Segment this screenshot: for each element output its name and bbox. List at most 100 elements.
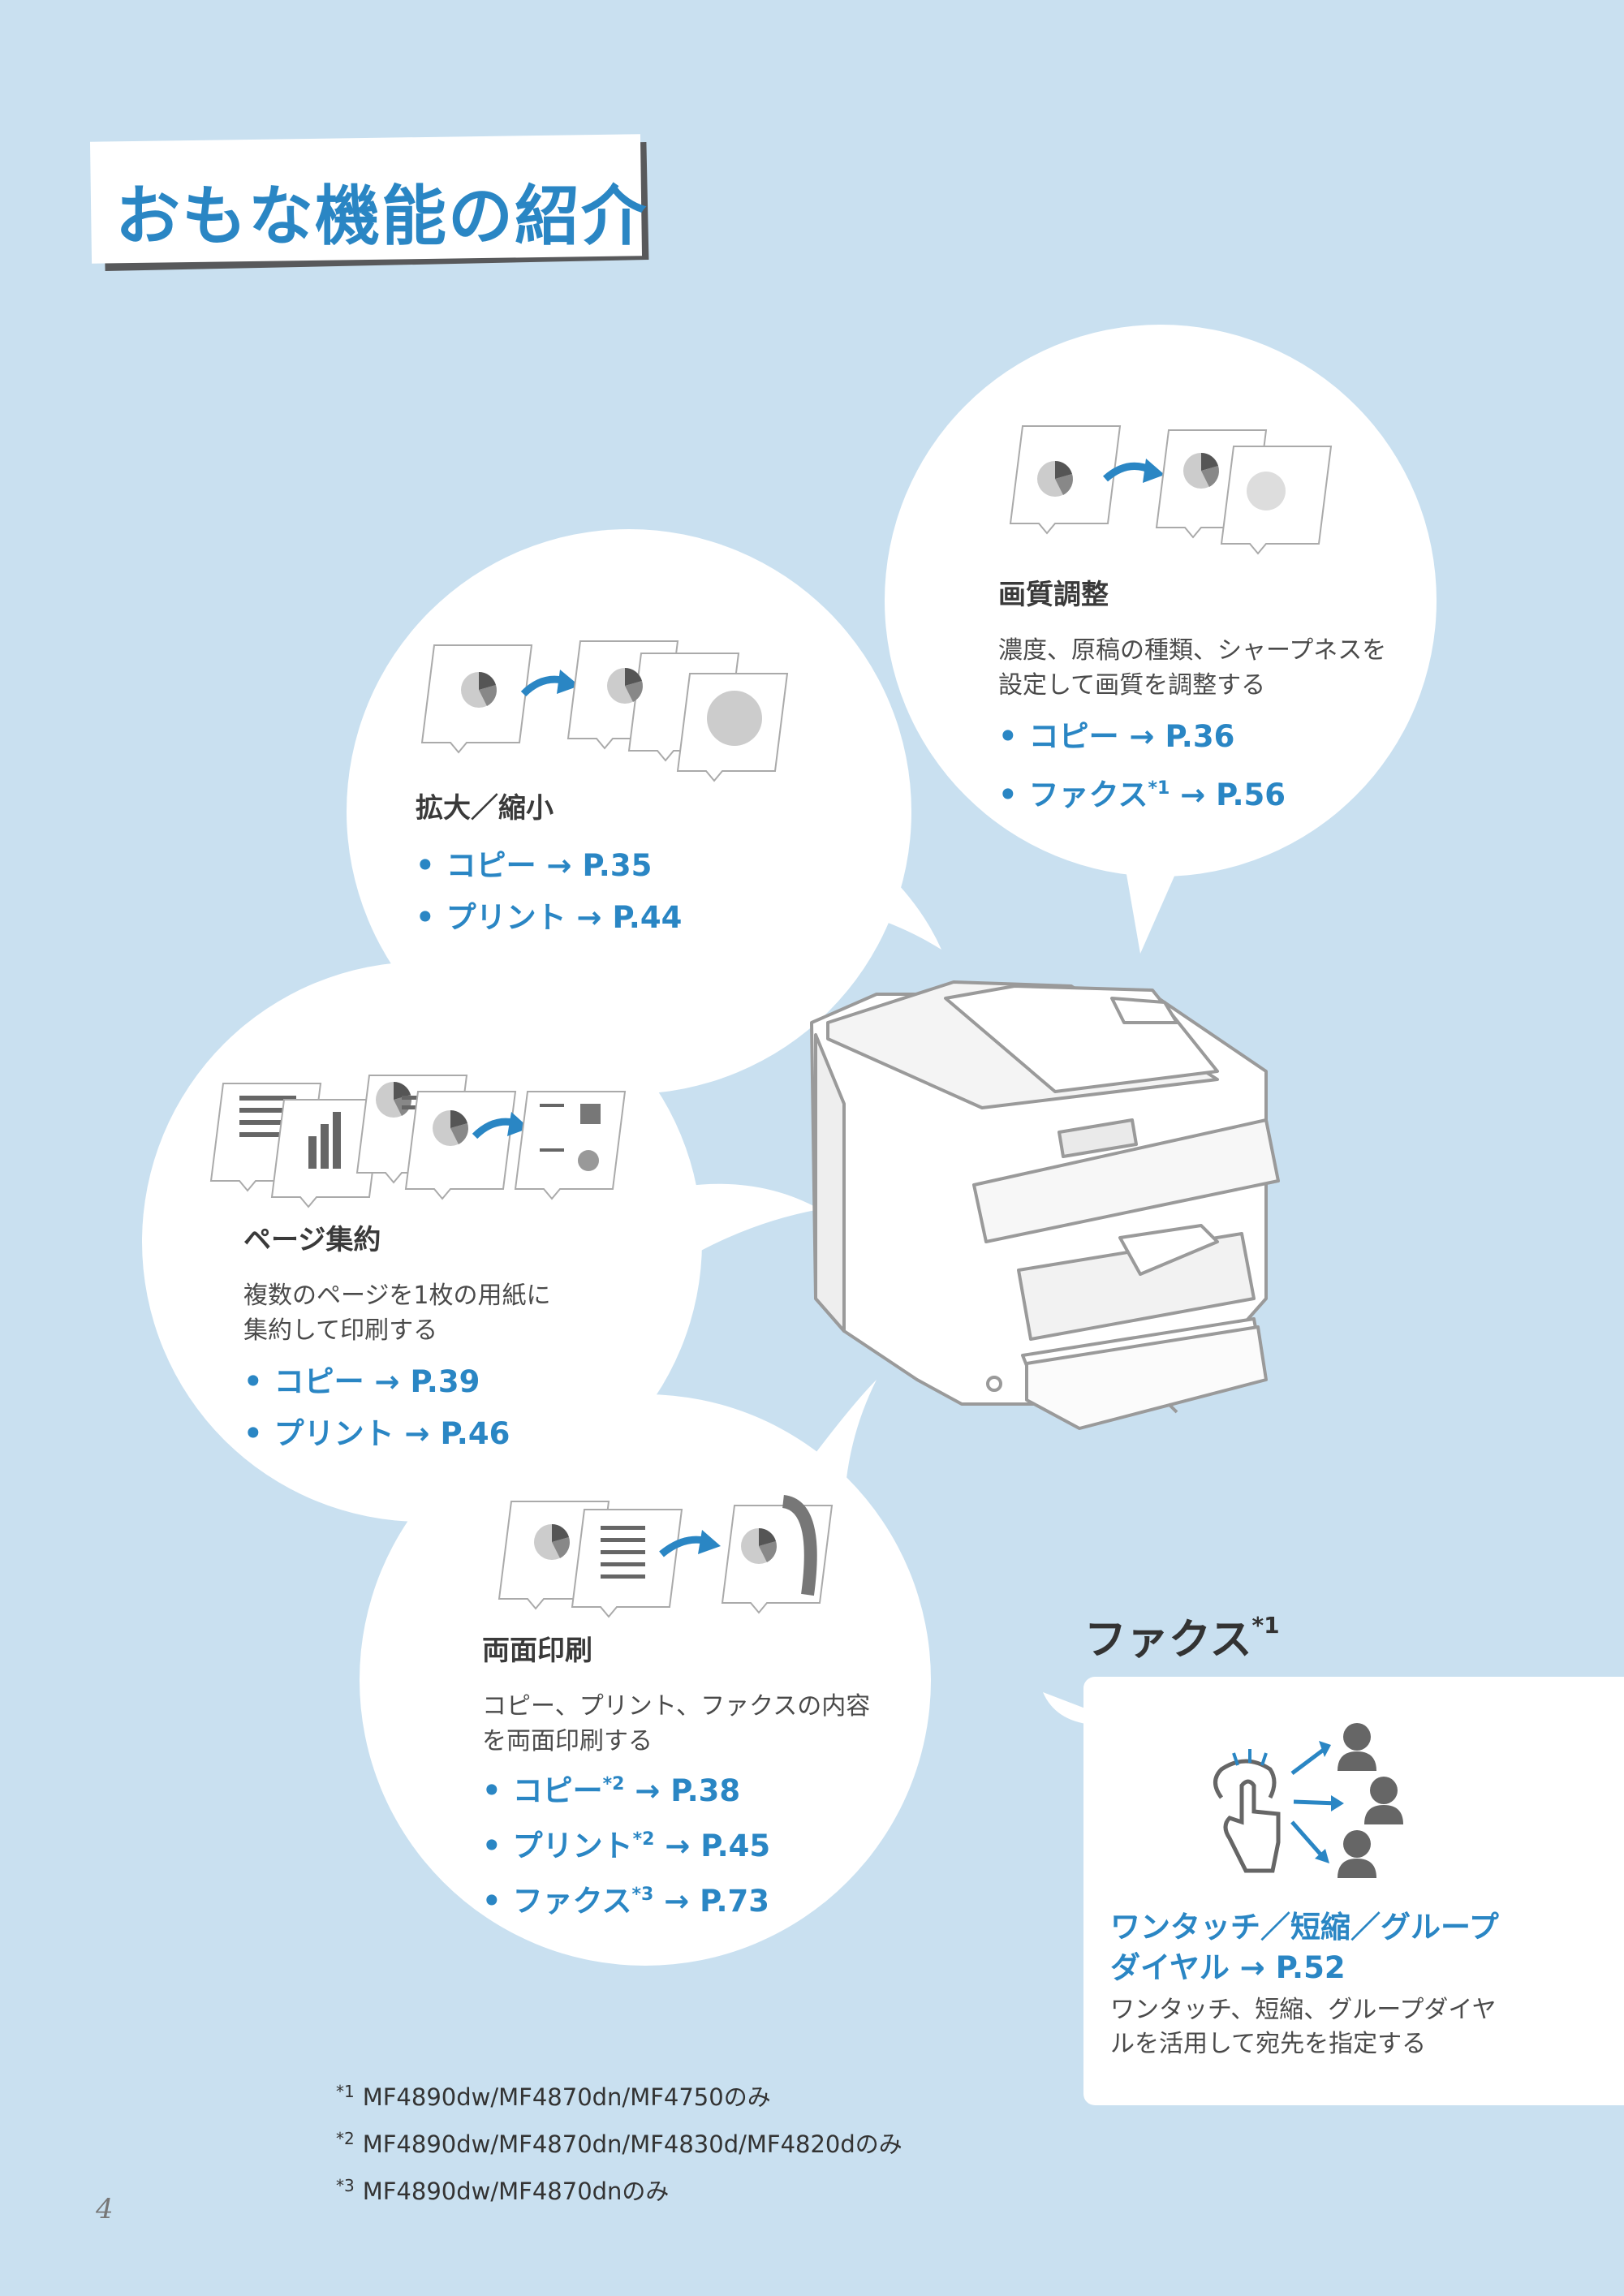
one-touch-dial-link[interactable]: ワンタッチ／短縮／グループ ダイヤル → P.52 [1110,1907,1499,1988]
link-page: P.35 [582,848,653,883]
link-print[interactable]: • プリント → P.44 [416,892,682,944]
feature-description: 複数のページを1枚の用紙に 集約して印刷する [243,1278,551,1348]
footnote-text: MF4890dw/MF4870dnのみ [362,2178,670,2205]
bullet: • [416,900,435,935]
footnote: *1 MF4890dw/MF4870dn/MF4750のみ [336,2071,902,2118]
feature-title: 画質調整 [998,579,1109,611]
bullet: • [998,778,1018,812]
bullet: • [243,1416,263,1451]
link-copy[interactable]: • コピー → P.35 [416,840,682,892]
link-page: P.52 [1275,1950,1346,1985]
page-number: 4 [96,2193,114,2225]
link-print[interactable]: • プリント*2 → P.45 [482,1816,870,1871]
feature-links: •コピー*2 → P.38 •プリント*2 → P.45 •ファクス*3 → P… [482,1760,870,1926]
desc-line: 設定して画質を調整する [998,671,1266,700]
link-label: プリント [446,900,566,935]
footnote-mark: *3 [631,1885,654,1905]
footnote-mark: *1 [1251,1612,1280,1639]
feature-links: • コピー → P.39 • プリント → P.46 [243,1356,551,1460]
link-label: コピー [1028,719,1119,754]
feature-links: •コピー → P.36 •ファクス*1 → P.56 [998,711,1386,821]
bullet: • [482,1829,502,1863]
link-label: コピー [446,848,536,883]
one-touch-dial-icon [1213,1723,1403,1878]
bullet: • [482,1884,502,1919]
arrow: → [635,1773,661,1808]
link-page: P.46 [440,1416,510,1451]
page-title-banner: おもな機能の紹介 [89,134,651,271]
link-page: P.39 [410,1364,480,1399]
feature-title: ページ集約 [243,1224,381,1256]
link-page: P.38 [670,1773,741,1808]
printer-illustration [810,980,1280,1430]
feature-zoom: 拡大／縮小 • コピー → P.35 • プリント → P.44 [416,786,682,944]
link-copy[interactable]: • コピー → P.36 [998,711,1386,763]
link-fax[interactable]: •ファクス*3 → P.73 [482,1871,870,1926]
desc-line: 複数のページを1枚の用紙に [243,1282,551,1310]
footnote: *2 MF4890dw/MF4870dn/MF4830d/MF4820dのみ [336,2118,902,2165]
link-copy[interactable]: • コピー → P.39 [243,1356,551,1408]
footnote-text: MF4890dw/MF4870dn/MF4750のみ [362,2083,771,2111]
link-page: P.56 [1216,778,1286,812]
arrow: → [665,1829,691,1863]
arrow: → [1129,719,1155,754]
fax-card [1043,1677,1624,2105]
feature-description: 濃度、原稿の種類、シャープネスを 設定して画質を調整する [998,633,1386,703]
link-label: プリント [274,1416,394,1451]
n-on-1-illustration [210,1075,626,1208]
link-fax[interactable]: •ファクス*1 → P.56 [998,763,1386,821]
link-line: ダイヤル [1110,1950,1230,1985]
arrow: → [374,1364,400,1399]
arrow: → [546,848,572,883]
arrow: → [664,1884,690,1919]
bullet: • [998,719,1018,754]
image-quality-illustration [1010,425,1332,554]
bullet: • [482,1773,502,1808]
feature-n-on-1: ページ集約 複数のページを1枚の用紙に 集約して印刷する • コピー → P.39… [243,1217,551,1460]
feature-image-quality: 画質調整 濃度、原稿の種類、シャープネスを 設定して画質を調整する • コピー →… [998,572,1386,821]
desc-line: 濃度、原稿の種類、シャープネスを [998,636,1387,665]
footnote-text: MF4890dw/MF4870dn/MF4830d/MF4820dのみ [362,2130,902,2158]
bullet: • [243,1364,263,1399]
footnote-mark: *2 [632,1829,655,1850]
feature-title: 拡大／縮小 [416,792,554,825]
link-print[interactable]: • プリント → P.46 [243,1408,551,1460]
link-page: P.45 [700,1829,771,1863]
footnote-mark: *3 [336,2176,355,2195]
desc-line: ルを活用して宛先を指定する [1110,2030,1427,2058]
feature-links: • コピー → P.35 • プリント → P.44 [416,840,682,944]
link-page: P.36 [1165,719,1235,754]
footnote-mark: *1 [336,2082,355,2101]
fax-heading-text: ファクス [1084,1616,1252,1665]
feature-description: コピー、プリント、ファクスの内容 を両面印刷する [482,1689,870,1759]
link-page: P.44 [612,900,683,935]
link-page: P.73 [700,1884,770,1919]
link-line: ワンタッチ／短縮／グループ [1110,1910,1499,1945]
footnote: *3 MF4890dw/MF4870dnのみ [336,2165,902,2212]
duplex-illustration [498,1495,833,1618]
feature-title: 両面印刷 [482,1635,592,1667]
fax-card-text: ワンタッチ／短縮／グループ ダイヤル → P.52 ワンタッチ、短縮、グループダ… [1110,1907,1499,2061]
zoom-illustration [421,640,788,782]
desc-line: を両面印刷する [482,1727,653,1755]
link-label: プリント [512,1829,633,1863]
link-label: コピー [512,1773,603,1808]
page-title: おもな機能の紹介 [115,179,648,254]
desc-line: コピー、プリント、ファクスの内容 [482,1692,871,1721]
footnote-mark: *2 [602,1774,625,1794]
feature-duplex: 両面印刷 コピー、プリント、ファクスの内容 を両面印刷する •コピー*2 → P… [482,1628,870,1926]
footnote-mark: *2 [336,2129,355,2148]
arrow: → [1239,1950,1265,1985]
desc-line: 集約して印刷する [243,1316,438,1345]
link-label: ファクス [1028,778,1148,812]
bullet: • [416,848,435,883]
arrow: → [576,900,602,935]
link-copy[interactable]: • コピー*2 → P.38 [482,1760,870,1816]
arrow: → [404,1416,430,1451]
fax-section-heading: ファクス*1 [1084,1605,1280,1666]
arrow: → [1180,778,1206,812]
desc-line: ワンタッチ、短縮、グループダイヤ [1110,1996,1497,2024]
link-label: コピー [274,1364,364,1399]
